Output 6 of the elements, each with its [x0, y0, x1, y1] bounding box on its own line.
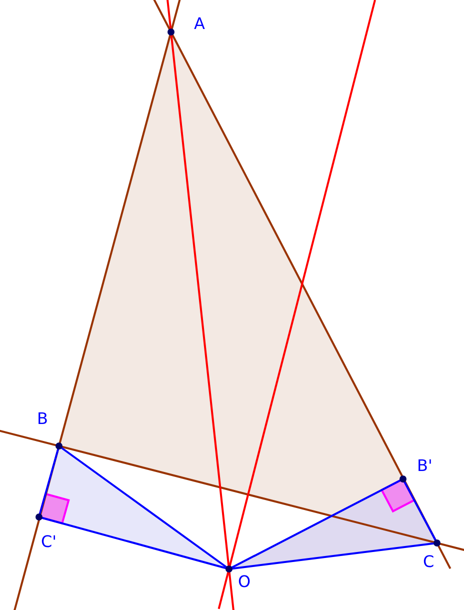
point-label: O — [238, 574, 251, 590]
point-label: B — [37, 411, 48, 427]
point-label: C — [423, 554, 434, 570]
point-label: A — [194, 16, 205, 32]
point-label: C' — [41, 534, 57, 550]
point-label: B' — [417, 458, 432, 474]
